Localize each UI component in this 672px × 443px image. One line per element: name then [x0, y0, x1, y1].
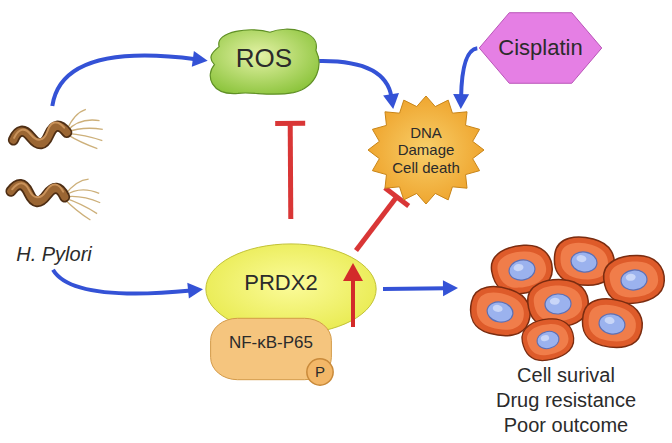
inhibition-bar	[275, 121, 305, 126]
connector-line	[52, 56, 196, 106]
arrowhead	[187, 283, 203, 299]
arrowhead	[192, 51, 208, 67]
upregulation-arrow	[341, 263, 365, 329]
node-text: H. Pylori	[16, 242, 92, 266]
text-wrap: H. Pylori	[4, 108, 104, 268]
arrow-connector	[52, 51, 207, 106]
connector-line	[288, 123, 294, 219]
arrow-connector	[319, 61, 399, 109]
inhibition-connector	[356, 188, 409, 251]
node-text: P	[315, 363, 325, 381]
connector-line	[356, 197, 397, 251]
arrowhead	[383, 93, 399, 109]
text-wrap: P	[306, 358, 334, 386]
arrow-connector	[453, 48, 477, 109]
connector-line	[383, 286, 446, 291]
nfkb-node: NF-κB-P65P	[210, 318, 332, 380]
phospho-node: P	[306, 358, 334, 386]
cancer-cells-illustration	[462, 240, 670, 360]
connector-line	[461, 48, 477, 97]
inhibition-connector	[275, 123, 305, 219]
node-text: ROS	[236, 43, 292, 74]
node-text: PRDX2	[244, 270, 317, 296]
arrow-connector	[383, 280, 458, 296]
text-wrap: Cell surivalDrug resistancePoor outcome	[462, 240, 670, 440]
node-text: NF-κB-P65	[229, 333, 313, 353]
connector-line	[319, 61, 391, 97]
text-wrap: ROS	[205, 25, 323, 97]
arrowhead	[453, 94, 469, 109]
node-text: DNA Damage Cell death	[388, 124, 464, 176]
ros-node: ROS	[205, 25, 323, 97]
outcome-node: Cell surivalDrug resistancePoor outcome	[462, 240, 670, 440]
node-text: Poor outcome	[504, 413, 629, 438]
text-wrap: DNA Damage Cell death	[368, 96, 484, 204]
node-text: Drug resistance	[496, 388, 636, 413]
text-wrap: Cisplatin	[478, 12, 603, 84]
dna-damage-node: DNA Damage Cell death	[368, 96, 484, 204]
cisplatin-node: Cisplatin	[478, 12, 603, 84]
node-text: Cell surival	[517, 363, 615, 388]
node-text: Cisplatin	[498, 35, 582, 61]
connector-line	[53, 270, 191, 294]
arrow-connector	[53, 270, 203, 299]
arrowhead	[443, 280, 458, 296]
pathogen-node: H. Pylori	[4, 108, 104, 268]
